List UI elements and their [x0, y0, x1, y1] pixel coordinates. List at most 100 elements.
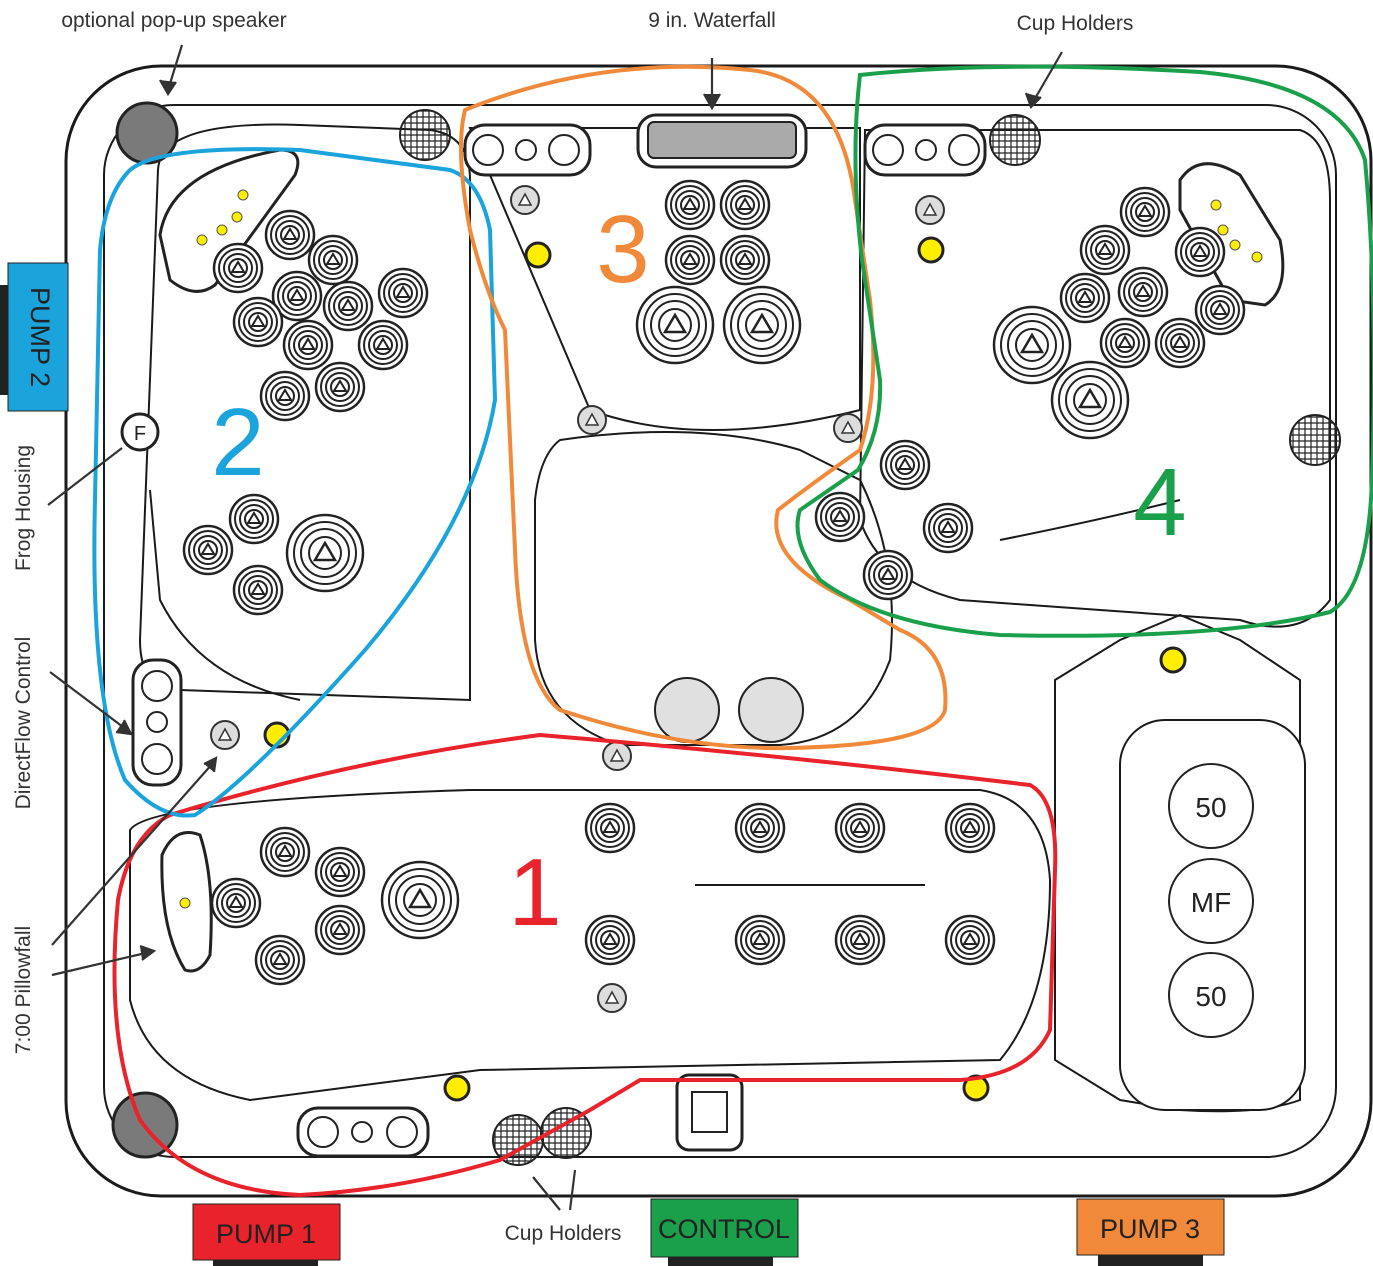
pillowfall-top-left	[158, 148, 300, 293]
valve-knob	[146, 711, 168, 733]
cup-holder	[1289, 414, 1341, 466]
label-cup-holders-bottom: Cup Holders	[505, 1222, 622, 1245]
pillowfall-light	[179, 897, 191, 909]
light	[962, 1074, 990, 1102]
jet	[862, 549, 914, 601]
zone-outline-3	[459, 64, 948, 751]
jet	[307, 234, 359, 286]
jet	[1117, 266, 1169, 318]
cup-holder	[540, 1107, 592, 1159]
light	[524, 241, 552, 269]
tag-pump-1-label: PUMP 1	[216, 1219, 316, 1249]
jet-large	[285, 513, 365, 593]
topside-control	[675, 1073, 744, 1152]
jet	[879, 439, 931, 491]
label-pillowfall: 7:00 Pillowfall	[12, 926, 35, 1054]
jet	[734, 914, 786, 966]
jet-large	[722, 285, 802, 365]
zone-number-4: 4	[1133, 449, 1186, 556]
jet	[1154, 317, 1206, 369]
seat-line-right-mid	[999, 499, 1181, 541]
jet	[1059, 272, 1111, 324]
arrowhead	[203, 756, 218, 773]
label-frog-housing: Frog Housing	[12, 445, 35, 571]
valve-knob	[872, 134, 904, 166]
pillowfall-light	[231, 211, 243, 223]
jet	[1099, 317, 1151, 369]
panel-button-label: MF	[1191, 887, 1231, 918]
jet	[834, 802, 886, 854]
tag-pump-3-label: PUMP 3	[1100, 1214, 1200, 1244]
arrowhead	[139, 944, 157, 961]
jet	[1079, 224, 1131, 276]
cup-holder	[399, 109, 451, 161]
valve-knob	[307, 1116, 339, 1148]
tag-pump-1	[192, 1203, 341, 1261]
frog-housing	[120, 412, 160, 452]
tag-pump-2	[7, 262, 69, 412]
arrow-cup-holders-bottom-1	[532, 1176, 561, 1211]
jet	[282, 319, 334, 371]
valve-knob	[915, 139, 937, 161]
light	[1159, 646, 1187, 674]
jet	[719, 179, 771, 231]
pillowfall-light	[237, 189, 249, 201]
jet	[584, 802, 636, 854]
lights	[179, 189, 1263, 1102]
pillowfall-light	[1251, 251, 1263, 263]
tag-pump-3	[1076, 1198, 1225, 1256]
jet-small	[210, 720, 240, 750]
filter-canister	[738, 677, 804, 743]
panel-button-label: 50	[1195, 792, 1226, 823]
arrowhead	[115, 719, 133, 736]
jet	[232, 296, 284, 348]
pillowfall-top-right	[1178, 162, 1285, 307]
jet-large	[380, 860, 460, 940]
filter-canister	[654, 677, 720, 743]
jet	[584, 914, 636, 966]
panel-button-mf[interactable]	[1168, 858, 1254, 944]
pillowfall-light	[1217, 224, 1229, 236]
arrowhead	[703, 93, 721, 111]
panel-button-50-bottom[interactable]	[1168, 952, 1254, 1038]
label-cup-holders-top: Cup Holders	[1017, 12, 1134, 35]
tag-pump-2-label: PUMP 2	[25, 287, 55, 387]
tag-control-label: CONTROL	[658, 1214, 790, 1244]
valve-knob	[472, 134, 504, 166]
jet	[664, 234, 716, 286]
valve-knob	[141, 743, 173, 775]
control-connector	[668, 1255, 773, 1266]
jet	[834, 914, 886, 966]
arrow-cup-holders-top	[1032, 51, 1063, 103]
topside-control-screen	[691, 1091, 728, 1133]
jet	[944, 914, 996, 966]
pillowfall-light	[216, 224, 228, 236]
waterfall-outlet	[647, 121, 797, 159]
jet-small	[915, 195, 945, 225]
valve-knob	[386, 1116, 418, 1148]
panel-button-50-top[interactable]	[1168, 763, 1254, 849]
jet	[314, 846, 366, 898]
pillowfall-light	[1210, 199, 1222, 211]
jet	[322, 280, 374, 332]
jet	[228, 493, 280, 545]
arrow-cup-holders-bottom-2	[568, 1169, 577, 1211]
callout-arrows	[47, 44, 1063, 1211]
valve-knob	[351, 1121, 373, 1143]
valve-knob	[141, 670, 173, 702]
jet-small	[833, 413, 863, 443]
label-waterfall: 9 in. Waterfall	[648, 9, 776, 32]
jet	[377, 267, 429, 319]
arrowhead	[159, 79, 177, 97]
zone-outline-4	[795, 64, 1373, 638]
label-speaker: optional pop-up speaker	[61, 9, 286, 32]
jet	[314, 361, 366, 413]
arrow-pillowfall-1	[51, 762, 214, 946]
zone-number-2: 2	[211, 389, 264, 496]
panel-button-label: 50	[1195, 981, 1226, 1012]
valve-knob	[548, 134, 580, 166]
frog-marker: F	[134, 423, 146, 445]
seat-line-left-mid	[149, 489, 301, 701]
tag-control	[650, 1198, 799, 1258]
jet	[734, 802, 786, 854]
